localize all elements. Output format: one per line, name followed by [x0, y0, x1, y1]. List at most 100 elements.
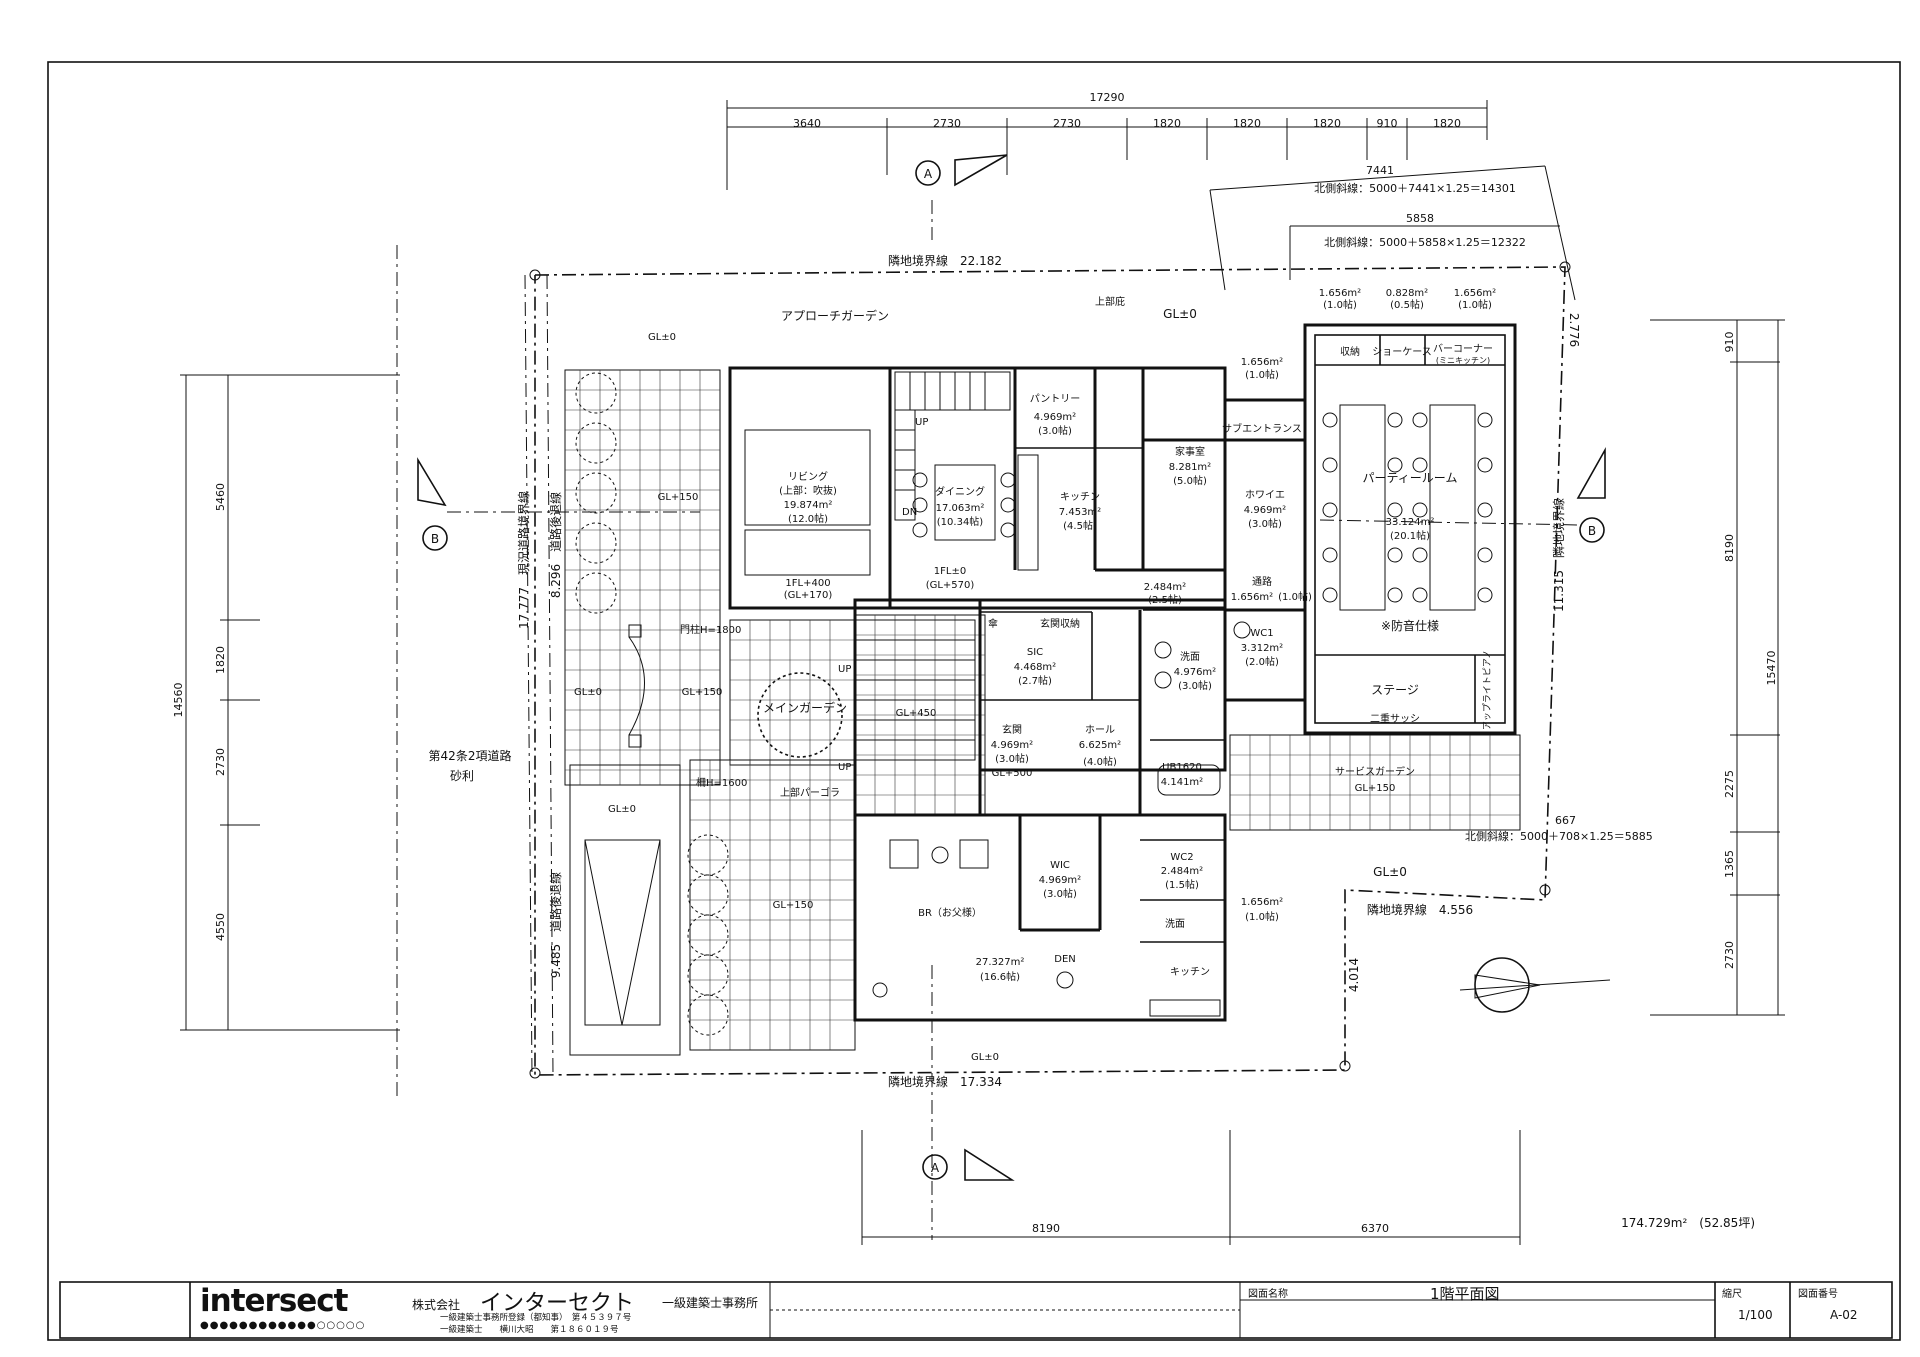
- level-gl0-a: GL±0: [648, 332, 676, 343]
- wash-tatami: (3.0帖): [1178, 679, 1212, 692]
- parking-area: [584, 624, 661, 1026]
- section-b-right-icon: [1579, 517, 1605, 543]
- kitchen-tatami: (4.5帖): [1063, 519, 1097, 532]
- section-a-top-label: A: [924, 167, 933, 181]
- east-boundary-long: 11.315 隣地境界線: [1551, 498, 1566, 612]
- north-setback-2-width: 5858: [1406, 212, 1434, 225]
- shrubs: [575, 372, 843, 1036]
- passage-name: 通路: [1252, 575, 1272, 588]
- genkan-tatami: (3.0帖): [995, 752, 1029, 765]
- storage-name: 収納: [1340, 345, 1360, 358]
- sic-tatami: (2.7帖): [1018, 674, 1052, 687]
- stage-side: アップライトピアノ: [1482, 650, 1493, 730]
- bar-tatami: (1.0帖): [1458, 298, 1492, 311]
- dim-top-5: 1820: [1233, 117, 1261, 130]
- dim-top-4: 1820: [1153, 117, 1181, 130]
- foyer-name: ホワイエ: [1245, 489, 1285, 501]
- umbrella-label: 傘: [988, 618, 998, 630]
- party-note: ※防音仕様: [1381, 618, 1439, 633]
- east-boundary-short: 隣地境界線 4.556: [1367, 902, 1473, 917]
- pantry-name: パントリー: [1030, 393, 1081, 405]
- dim-left-1: 5460: [214, 483, 227, 511]
- party-tatami: (20.1帖): [1390, 529, 1430, 542]
- west-setback-label-2: 9.485 道路後退線: [548, 872, 563, 978]
- right-dimension-chain: 15470 910 8190 2275 1365 2730: [1650, 319, 1785, 1016]
- party-table-right: [1429, 404, 1476, 611]
- foyer-area: 4.969m²: [1244, 505, 1286, 516]
- showcase-tatami: (0.5帖): [1390, 298, 1424, 311]
- company-suffix: 一級建築士事務所: [662, 1296, 759, 1310]
- up-label-garden-2: UP: [838, 762, 851, 773]
- dim-right-4: 1365: [1723, 850, 1736, 878]
- company-logo: intersect: [200, 1283, 348, 1319]
- dim-right-2: 8190: [1723, 534, 1736, 562]
- party-table-left: [1339, 404, 1386, 611]
- sic-name: SIC: [1027, 647, 1043, 658]
- main-garden-tree: [757, 672, 843, 758]
- dim-right-total: 15470: [1765, 651, 1778, 686]
- pantry-tatami: (3.0帖): [1038, 424, 1072, 437]
- approach-garden-label: アプローチガーデン: [781, 308, 889, 323]
- dining-area: 17.063m²: [936, 503, 985, 514]
- dn-label: DN: [902, 507, 917, 518]
- dim-bottom-1: 8190: [1032, 1222, 1060, 1235]
- upper-eave-label: 上部庇: [1095, 295, 1125, 308]
- dim-top-7: 910: [1377, 117, 1398, 130]
- level-gl0-e: GL±0: [971, 1052, 999, 1063]
- sub-entrance-name: サブエントランス: [1222, 422, 1302, 435]
- br-name: BR（お父様）: [918, 906, 982, 919]
- architect-line: 一級建築士 横川大昭 第１８６０１９号: [440, 1325, 619, 1335]
- wash-area: 4.976m²: [1174, 667, 1216, 678]
- room-labels: リビング (上部：吹抜) 19.874m² (12.0帖) 1FL+400 (G…: [779, 288, 1496, 983]
- bar-name: バーコーナー: [1433, 343, 1493, 355]
- fl0-gl-label: (GL+570): [926, 580, 975, 591]
- stage-name: ステージ: [1371, 683, 1419, 697]
- dim-right-1: 910: [1723, 332, 1736, 353]
- hall-small-area: 2.484m²: [1144, 582, 1186, 593]
- kitchen-name: キッチン: [1060, 491, 1100, 503]
- scale-label: 縮尺: [1722, 1289, 1742, 1300]
- south-boundary-label: 隣地境界線 17.334: [888, 1074, 1002, 1089]
- sub-entrance-area: 1.656m²: [1241, 357, 1283, 368]
- level-gl150-a: GL+150: [658, 492, 699, 503]
- living-tatami: (12.0帖): [788, 512, 828, 525]
- dining-name: ダイニング: [935, 485, 985, 498]
- br-area: 27.327m²: [976, 957, 1025, 968]
- washroom2-area: 1.656m²: [1241, 897, 1283, 908]
- kitchen-area: 7.453m²: [1059, 507, 1101, 518]
- living-name: リビング: [788, 470, 828, 483]
- dining-tatami: (10.34帖): [937, 515, 984, 528]
- foyer-tatami: (3.0帖): [1248, 517, 1282, 530]
- level-gl150-b: GL+150: [682, 687, 723, 698]
- up-label-garden-1: UP: [838, 664, 851, 675]
- passage-tatami: (1.0帖): [1278, 590, 1312, 603]
- level-gl450: GL+450: [896, 708, 937, 719]
- gravel-label: 砂利: [450, 769, 474, 783]
- company-name: インターセクト: [480, 1291, 635, 1316]
- wc2-tatami: (1.5帖): [1165, 878, 1199, 891]
- north-setback-3: 北側斜線：5000＋708×1.25＝5885: [1465, 829, 1653, 843]
- ub-area: 4.141m²: [1161, 777, 1203, 788]
- section-markers: A A B B: [417, 154, 1606, 1240]
- north-setback-annotations: 7441 北側斜線：5000＋7441×1.25＝14301 5858 北側斜線…: [1209, 164, 1653, 843]
- drawing-no: A-02: [1830, 1308, 1858, 1322]
- washroom2-name: 洗面: [1165, 918, 1185, 930]
- fl400-gl-label: (GL+170): [784, 590, 833, 601]
- hall-area: 6.625m²: [1079, 740, 1121, 751]
- wic-area: 4.969m²: [1039, 875, 1081, 886]
- section-a-bottom-icon: [922, 1154, 948, 1180]
- bar-area: 1.656m²: [1454, 288, 1496, 299]
- dim-top-6: 1820: [1313, 117, 1341, 130]
- fl400-label: 1FL+400: [785, 578, 830, 589]
- showcase-area: 0.828m²: [1386, 288, 1428, 299]
- dim-top-8: 1820: [1433, 117, 1461, 130]
- bottom-dimension-chain: 8190 6370: [861, 1130, 1521, 1245]
- passage-area: 1.656m²: [1231, 592, 1273, 603]
- drawing-name: 1階平面図: [1430, 1285, 1500, 1303]
- west-setback-label-1: 8.296 道路後退線: [548, 492, 563, 598]
- road-label: 第42条2項道路: [429, 748, 512, 763]
- shoe-storage-label: 玄関収納: [1040, 617, 1080, 630]
- road-lines: 第42条2項道路 砂利 17.777 現況道路境界線 8.296 道路後退線 9…: [396, 245, 563, 1100]
- utility-name: 家事室: [1175, 445, 1205, 458]
- stairs: [854, 371, 1011, 761]
